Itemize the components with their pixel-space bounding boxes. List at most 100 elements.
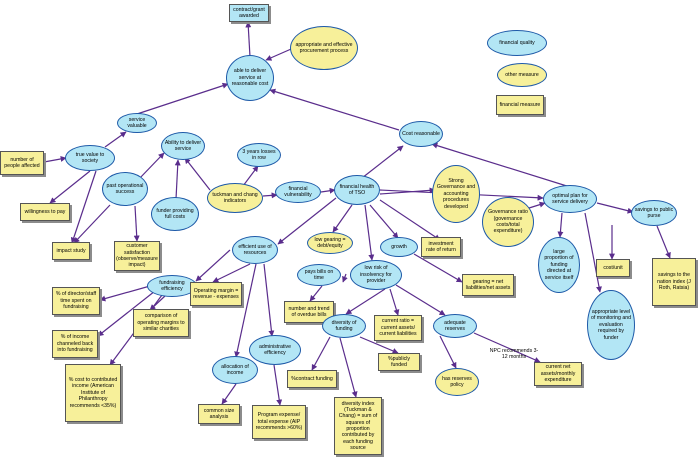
connector-line <box>596 202 634 214</box>
connector-line <box>332 204 353 233</box>
income-channeled-node[interactable]: % of income channeled back into fundrais… <box>52 330 98 358</box>
connector-line <box>133 205 140 242</box>
node-label: allocation of income <box>221 363 249 376</box>
connector-line <box>273 364 283 406</box>
operating-margin-node[interactable]: Operating margin = revenue - expenses <box>190 282 242 306</box>
willingness-to-pay-node[interactable]: willingness to pay <box>20 203 70 221</box>
node-label: % of director/staff time spent on fundra… <box>55 291 97 311</box>
node-label: Operating margin = revenue - expenses <box>193 287 239 300</box>
allocation-of-income-node[interactable]: allocation of income <box>212 356 258 384</box>
true-value-society-node[interactable]: true value to society <box>65 145 115 171</box>
appropriate-procurement-node[interactable]: appropriate and effective procurement pr… <box>290 26 358 70</box>
number-affected-node[interactable]: number of people affected <box>0 151 44 175</box>
connector-line <box>439 335 457 369</box>
node-label: financial health of TSO <box>339 183 375 196</box>
node-label: optimal plan for service delivery <box>552 192 588 205</box>
monitoring-level-node[interactable]: appropriate level of monitoring and eval… <box>587 290 635 360</box>
fundraising-efficiency-node[interactable]: fundraising efficiency <box>147 275 197 297</box>
tuckman-chang-node[interactable]: tuckman and chang indicators <box>207 183 263 213</box>
cost-unit-node[interactable]: cost/unit <box>596 259 630 277</box>
connector-line <box>149 295 166 311</box>
impact-study-node[interactable]: impact study <box>52 242 90 260</box>
legend-other-measure[interactable]: other measure <box>497 63 547 87</box>
connector-line <box>584 212 602 293</box>
node-label: customer satisfaction (observe/measure i… <box>116 243 158 269</box>
gearing-ratio-node[interactable]: gearing = net liabilities/net assets <box>462 274 514 296</box>
connector-line <box>99 285 151 302</box>
node-label: number and trend of overdue bills <box>288 305 330 318</box>
connector-line <box>137 152 165 181</box>
financial-vulnerability-node[interactable]: financial vulnerability <box>275 181 321 203</box>
node-label: % cost to contributed income (American I… <box>68 377 118 409</box>
connector-line <box>413 253 463 283</box>
low-gearing-node[interactable]: low gearing = debt/equity <box>307 232 353 254</box>
cost-to-contributed-node[interactable]: % cost to contributed income (American I… <box>65 364 121 422</box>
savings-ratio-node[interactable]: savings to the nation index (J Roth, Rat… <box>652 258 696 306</box>
governance-ratio-node[interactable]: Governance ratio (governance costs/total… <box>482 197 534 247</box>
financial-health-tso-node[interactable]: financial health of TSO <box>334 175 380 205</box>
current-net-assets-node[interactable]: current net assets/monthly expenditure <box>534 362 582 386</box>
connector-line <box>184 157 211 191</box>
connector-line <box>136 82 229 115</box>
strong-governance-node[interactable]: Strong Governance and accounting procedu… <box>432 165 480 223</box>
savings-public-purse-node[interactable]: savings to public purse <box>631 200 677 226</box>
connector-line <box>369 204 399 239</box>
node-label: Governance ratio (governance costs/total… <box>488 209 528 235</box>
low-risk-node[interactable]: low risk of insolvency for provider <box>350 260 402 290</box>
large-proportion-node[interactable]: large proportion of funding directed at … <box>538 237 580 293</box>
legend-label: financial quality <box>499 39 535 46</box>
diversity-index-node[interactable]: diversity index (Tuckman & Chang) = sum … <box>334 397 382 455</box>
common-size-node[interactable]: common size analysis <box>198 404 240 424</box>
node-label: appropriate level of monitoring and eval… <box>590 309 632 341</box>
connector-line <box>212 263 251 283</box>
node-label: comparison of operating margins to simil… <box>137 313 185 333</box>
director-staff-time-node[interactable]: % of director/staff time spent on fundra… <box>52 287 100 315</box>
contract-funding-node[interactable]: %contract funding <box>287 370 337 388</box>
node-label: cost/unit <box>603 264 623 271</box>
investment-rate-node[interactable]: investment rate of return <box>421 237 461 257</box>
node-label: true value to society <box>75 151 105 164</box>
customer-satisfaction-node[interactable]: customer satisfaction (observe/measure i… <box>114 241 160 271</box>
efficient-use-node[interactable]: efficient use of resources <box>232 236 278 264</box>
node-label: %contract funding <box>291 375 333 382</box>
connector-line <box>395 284 446 316</box>
pays-bills-node[interactable]: pays bills on time <box>297 264 341 286</box>
connector-line <box>70 170 97 244</box>
overdue-bills-node[interactable]: number and trend of overdue bills <box>284 301 334 323</box>
adequate-reserves-node[interactable]: adequate reserves <box>433 314 477 338</box>
connector-line <box>49 170 91 204</box>
legend-financial-quality[interactable]: financial quality <box>487 30 547 56</box>
program-expense-node[interactable]: Program expense/ total expense (AIP reco… <box>252 405 306 439</box>
node-label: large proportion of funding directed at … <box>544 249 574 281</box>
diversity-of-funding-node[interactable]: diversity of funding <box>322 314 366 338</box>
able-to-deliver-node[interactable]: able to deliver service at reasonable co… <box>226 55 274 101</box>
legend-financial-measure[interactable]: financial measure <box>496 95 544 115</box>
node-label: has reserves policy <box>442 375 472 388</box>
node-label: fundraising efficiency <box>159 279 185 292</box>
current-ratio-node[interactable]: current ratio = current assets/ current … <box>374 315 422 341</box>
node-label: %publicly funded <box>388 355 410 368</box>
ability-to-deliver-node[interactable]: Ability to deliver service <box>161 132 205 160</box>
growth-node[interactable]: growth <box>380 237 418 257</box>
past-operational-success-node[interactable]: past operational success <box>102 172 148 206</box>
contract-grant-awarded-node[interactable]: contract/grant awarded <box>229 4 269 22</box>
has-reserves-policy-node[interactable]: has reserves policy <box>435 368 479 396</box>
connector-line <box>364 204 375 261</box>
funder-costs-node[interactable]: funder providing full costs <box>151 197 199 231</box>
three-years-losses-node[interactable]: 3 years losses in row <box>237 143 281 167</box>
publicly-funded-node[interactable]: %publicly funded <box>378 353 420 371</box>
connector-line <box>473 332 541 363</box>
connector-line <box>269 88 400 131</box>
connector-line <box>97 290 156 337</box>
node-label: tuckman and chang indicators <box>212 191 258 204</box>
comparison-margins-node[interactable]: comparison of operating margins to simil… <box>133 309 189 337</box>
cost-reasonable-node[interactable]: Cost reasonable <box>399 121 443 147</box>
service-valuable-node[interactable]: service valuable <box>117 113 157 133</box>
legend-label: financial measure <box>499 101 541 108</box>
optimal-plan-node[interactable]: optimal plan for service delivery <box>543 185 597 213</box>
connector-line <box>104 131 127 148</box>
administrative-efficiency-node[interactable]: administrative efficiency <box>249 335 301 365</box>
connector-line <box>73 204 111 244</box>
node-label: adequate reserves <box>444 319 466 332</box>
node-label: Strong Governance and accounting procedu… <box>436 178 476 210</box>
